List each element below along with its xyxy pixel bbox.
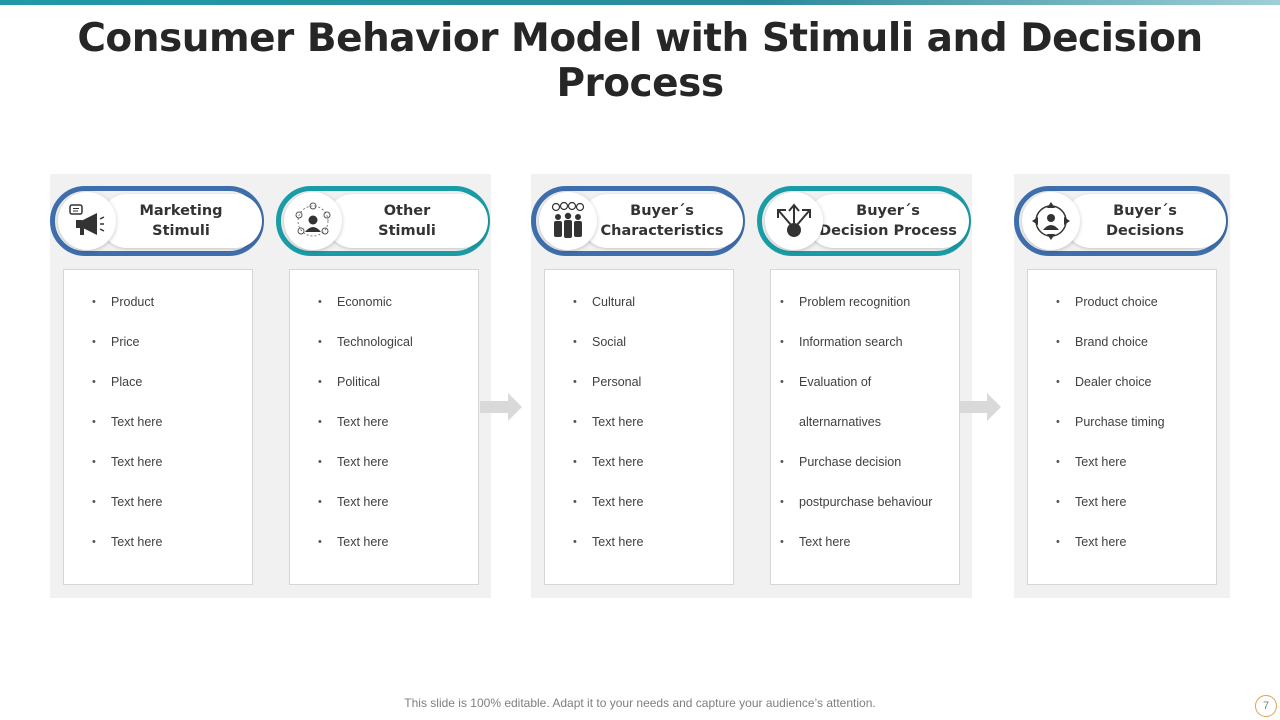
column-heading: Buyer´s Decisions — [1106, 203, 1184, 239]
list-item: Product choice — [1056, 292, 1216, 332]
list-item: Text here — [1056, 492, 1216, 532]
column-heading: Buyer´s Characteristics — [600, 203, 724, 239]
slide-title: Consumer Behavior Model with Stimuli and… — [77, 16, 1203, 106]
list-item: Text here — [573, 532, 733, 572]
header-buyers-decisions: Buyer´s Decisions — [1014, 186, 1228, 256]
list-item: Text here — [318, 452, 478, 492]
list-item: Text here — [1056, 532, 1216, 572]
list-item: Text here — [1056, 452, 1216, 492]
branching-arrows-icon — [777, 203, 811, 237]
list-item: Technological — [318, 332, 478, 372]
list-item: Product — [92, 292, 252, 332]
list-item: Political — [318, 372, 478, 412]
list-item: Cultural — [573, 292, 733, 332]
list-item: Text here — [92, 452, 252, 492]
column-heading: Other Stimuli — [378, 203, 436, 239]
header-buyers-decision-process: Buyer´s Decision Process — [757, 186, 971, 256]
list-item: Text here — [318, 532, 478, 572]
list-item: Brand choice — [1056, 332, 1216, 372]
list-item: Text here — [92, 532, 252, 572]
list-item: Dealer choice — [1056, 372, 1216, 412]
footer-note: This slide is 100% editable. Adapt it to… — [404, 696, 876, 710]
list-item: Social — [573, 332, 733, 372]
network-person-icon — [295, 202, 331, 237]
list-card-other-stimuli: Economic Technological Political Text he… — [289, 269, 479, 585]
list-item: Text here — [573, 452, 733, 492]
list-item: Evaluation of — [780, 372, 959, 412]
list-item: Text here — [573, 412, 733, 452]
list-item: postpurchase behaviour — [780, 492, 959, 532]
megaphone-icon — [69, 204, 105, 235]
person-target-icon — [1032, 202, 1070, 240]
list-item: Information search — [780, 332, 959, 372]
header-buyers-characteristics: Buyer´s Characteristics — [531, 186, 745, 256]
list-item: Text here — [573, 492, 733, 532]
list-item: Text here — [318, 412, 478, 452]
header-marketing-stimuli: Marketing Stimuli — [50, 186, 264, 256]
list-card-marketing-stimuli: Product Price Place Text here Text here … — [63, 269, 253, 585]
list-item: Place — [92, 372, 252, 412]
list-item: Purchase decision — [780, 452, 959, 492]
list-card-buyers-decision-process: Problem recognition Information search E… — [770, 269, 960, 585]
flow-arrow-icon — [959, 393, 1001, 421]
list-item: Economic — [318, 292, 478, 332]
column-heading: Buyer´s Decision Process — [819, 203, 957, 239]
list-item: Personal — [573, 372, 733, 412]
list-card-buyers-decisions: Product choice Brand choice Dealer choic… — [1027, 269, 1217, 585]
list-item: Problem recognition — [780, 292, 959, 332]
list-item: Text here — [318, 492, 478, 532]
column-heading: Marketing Stimuli — [139, 203, 223, 239]
list-item-continuation: alternarnatives — [799, 415, 881, 429]
header-other-stimuli: Other Stimuli — [276, 186, 490, 256]
group-people-icon — [551, 201, 585, 238]
flow-arrow-icon — [480, 393, 522, 421]
list-item: Price — [92, 332, 252, 372]
list-item: Text here — [780, 532, 959, 572]
list-item: Text here — [92, 412, 252, 452]
top-accent-bar — [0, 0, 1280, 5]
page-number: 7 — [1255, 695, 1277, 717]
list-card-buyers-characteristics: Cultural Social Personal Text here Text … — [544, 269, 734, 585]
list-item: Text here — [92, 492, 252, 532]
list-item: Purchase timing — [1056, 412, 1216, 452]
